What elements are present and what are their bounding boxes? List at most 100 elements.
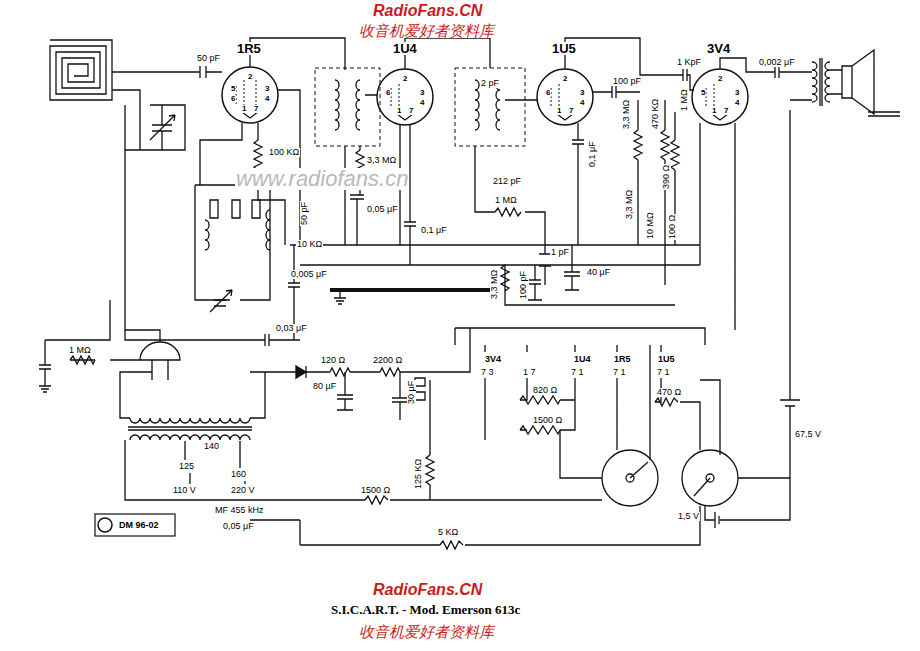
tube-label: 3V4 <box>706 42 731 55</box>
pin-number: 7 <box>568 107 574 115</box>
resistor-value: 125 KΩ <box>414 458 423 490</box>
capacitor-value: 50 pF <box>300 201 309 226</box>
resistor-zigzag <box>70 130 679 549</box>
capacitor-value: 100 pF <box>612 77 642 86</box>
pin-number: 1 <box>556 107 562 115</box>
variable-capacitor-arrow <box>150 115 232 312</box>
tube-label: 1U5 <box>551 42 577 55</box>
capacitor-value: 50 pF <box>196 54 221 63</box>
pin-number: 1 <box>241 105 247 113</box>
capacitor-value: 100 pF <box>519 270 528 300</box>
if-transformer-1 <box>315 68 380 146</box>
coil <box>130 62 830 440</box>
pin-number: 2 <box>247 73 253 81</box>
pin-number: 6 <box>385 89 391 97</box>
capacitor-value: 1 pF <box>550 248 570 257</box>
watermark: 收音机爱好者资料库 <box>358 23 495 38</box>
resistor-value: 120 Ω <box>320 356 346 365</box>
wafer-switch <box>602 450 738 506</box>
wiring <box>39 38 900 549</box>
resistor-value: 100 KΩ <box>268 148 300 157</box>
pin-number: 3 <box>264 85 270 93</box>
logo-frame <box>95 514 175 536</box>
mains-voltage: 110 V <box>172 486 197 495</box>
resistor-value: 10 MΩ <box>646 211 655 240</box>
tube-1u4 <box>377 69 433 125</box>
pin-number: 2 <box>717 75 723 83</box>
resistor-value: 2200 Ω <box>372 356 403 365</box>
watermark: 收音机爱好者资料库 <box>358 624 495 639</box>
pin-number: 7 <box>723 107 729 115</box>
tap-voltage: 160 <box>230 470 247 479</box>
watermark: RadioFans.CN <box>372 582 483 598</box>
caption: S.I.C.A.R.T. - Mod. Emerson 613c <box>330 603 521 616</box>
tube-grids <box>236 80 714 110</box>
capacitor-value: 0,05 μF <box>222 522 255 531</box>
transformer-core <box>128 58 822 430</box>
heater-tube-label: 1U5 <box>657 355 676 364</box>
pin-number: 1 7 <box>522 368 537 377</box>
capacitor-value: 0,005 μF <box>290 270 328 279</box>
ground-symbol <box>39 290 579 410</box>
tap-voltage: 140 <box>203 442 220 451</box>
heater-tube-label: 1R5 <box>613 355 632 364</box>
capacitor-value: 0,1 μF <box>588 140 597 168</box>
tube-3v4 <box>692 69 748 125</box>
capacitor-value: 1 KpF <box>676 58 702 67</box>
pin-number: 6 <box>545 89 551 97</box>
capacitor-value: 0,1 μF <box>420 226 448 235</box>
pin-number: 3 <box>734 89 740 97</box>
drawing-number: DM 96-02 <box>118 521 160 530</box>
resistor-value: 470 Ω <box>656 388 682 397</box>
pin-number: 7 1 <box>570 368 585 377</box>
tube-1u5 <box>537 69 593 125</box>
capacitor-value: 0,002 μF <box>758 58 796 67</box>
pin-number: 2 <box>562 75 568 83</box>
shield-bar <box>330 288 490 292</box>
resistor-value: 820 Ω <box>532 386 558 395</box>
pin-number: 7 <box>408 107 414 115</box>
watermark: RadioFans.CN <box>372 3 483 19</box>
pin-number: 4 <box>579 99 585 107</box>
note-text: MF 455 kHz <box>214 506 265 515</box>
pin-number: 6 <box>230 95 236 103</box>
resistor-value: 390 Ω <box>662 164 671 190</box>
pin-number: 7 1 <box>612 368 627 377</box>
pin-number: 4 <box>734 99 740 107</box>
loop-antenna <box>50 40 112 100</box>
capacitor-value: 0,05 μF <box>366 205 399 214</box>
resistor-value: 3,3 MΩ <box>366 156 397 165</box>
logo-mark <box>98 518 112 532</box>
if-transformer-2 <box>455 68 525 146</box>
switch-contacts <box>210 200 425 400</box>
pin-number: 5 <box>230 85 236 93</box>
speaker <box>830 50 900 116</box>
tube-label: 1U4 <box>392 42 418 55</box>
wire <box>45 38 812 545</box>
resistor-value: 1 MΩ <box>680 88 689 112</box>
heater-tube-label: 3V4 <box>484 355 502 364</box>
pin-number: 1 <box>711 107 717 115</box>
capacitor-value: 80 μF <box>312 382 337 391</box>
battery-voltage: 1,5 V <box>677 512 700 521</box>
resistor-value: 100 Ω <box>668 214 677 240</box>
mains-voltage: 220 V <box>230 486 256 495</box>
capacitor-plates <box>39 66 779 402</box>
resistor-value: 1 MΩ <box>494 196 518 205</box>
pin-number: 3 <box>419 89 425 97</box>
pin-number: 7 <box>253 105 259 113</box>
resistor-value: 1500 Ω <box>360 486 391 495</box>
capacitor-value: 0,03 μF <box>275 324 308 333</box>
battery-voltage: 67,5 V <box>794 430 822 439</box>
pin-number: 4 <box>264 95 270 103</box>
resistor-value: 3,3 MΩ <box>622 99 631 130</box>
mains-plug <box>140 342 180 380</box>
tap-voltage: 125 <box>178 462 195 471</box>
watermark: www.radiofans.cn <box>235 168 409 190</box>
heater-tube-label: 1U4 <box>573 355 592 364</box>
tube-envelopes <box>222 67 748 125</box>
capacitor-value: 30 μF <box>407 380 416 405</box>
pin-number: 7 1 <box>656 368 671 377</box>
tube-1r5 <box>222 67 278 123</box>
